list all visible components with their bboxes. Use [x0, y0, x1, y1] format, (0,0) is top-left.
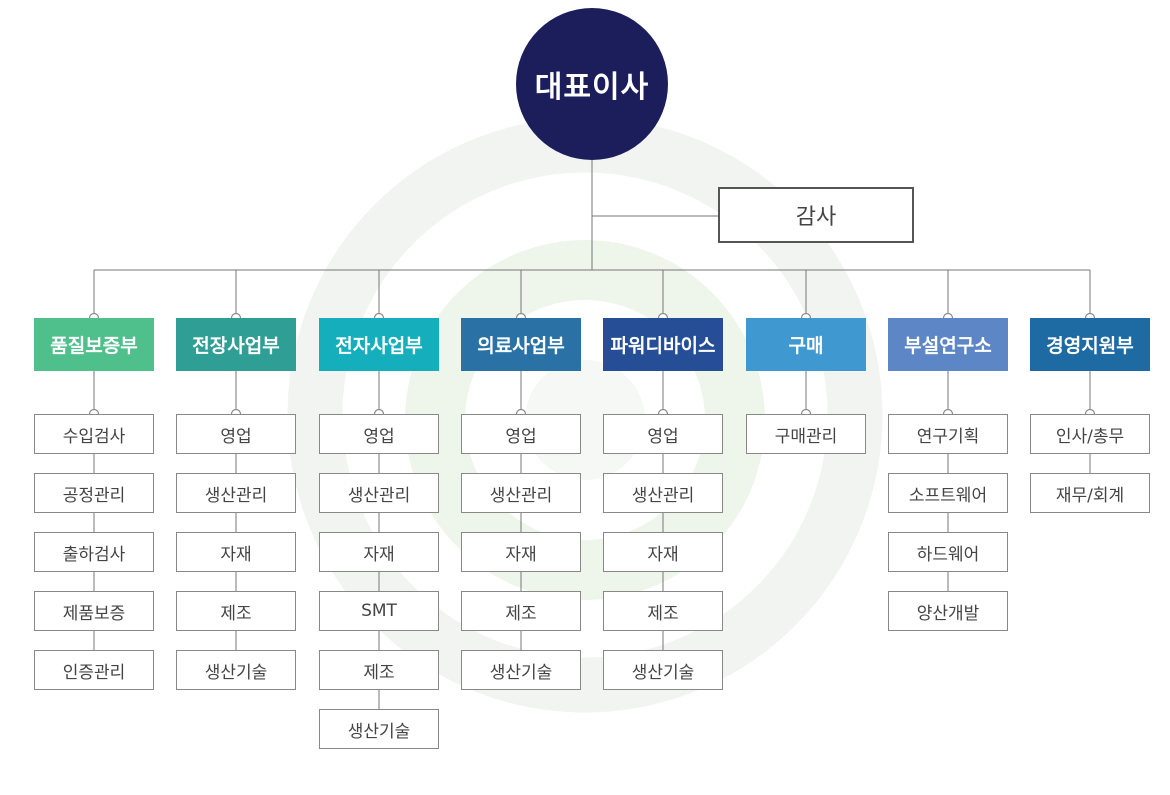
subunit-node: 하드웨어 — [888, 532, 1008, 572]
subunit-node: 재무/회계 — [1030, 473, 1150, 513]
subunit-node: 제조 — [461, 591, 581, 631]
subunit-node: 생산기술 — [461, 650, 581, 690]
subunit-node: 생산기술 — [319, 709, 439, 749]
subunit-node: 제조 — [603, 591, 723, 631]
subunit-node: 자재 — [319, 532, 439, 572]
subunit-node: 영업 — [461, 414, 581, 454]
subunit-node: 인사/총무 — [1030, 414, 1150, 454]
department-node: 전장사업부 — [176, 318, 296, 371]
department-node: 부설연구소 — [888, 318, 1008, 371]
subunit-node: 출하검사 — [34, 532, 154, 572]
subunit-node: 자재 — [461, 532, 581, 572]
subunit-node: 영업 — [176, 414, 296, 454]
subunit-node: 영업 — [319, 414, 439, 454]
subunit-node: 수입검사 — [34, 414, 154, 454]
subunit-node: 생산관리 — [319, 473, 439, 513]
department-node: 전자사업부 — [319, 318, 439, 371]
department-node: 경영지원부 — [1030, 318, 1150, 371]
subunit-node: 제조 — [319, 650, 439, 690]
subunit-node: 생산기술 — [603, 650, 723, 690]
ceo-node: 대표이사 — [516, 8, 668, 160]
department-node: 구매 — [746, 318, 866, 371]
subunit-node: 생산관리 — [603, 473, 723, 513]
subunit-node: 연구기획 — [888, 414, 1008, 454]
department-node: 의료사업부 — [461, 318, 581, 371]
subunit-node: 영업 — [603, 414, 723, 454]
subunit-node: 자재 — [176, 532, 296, 572]
subunit-node: 양산개발 — [888, 591, 1008, 631]
subunit-node: SMT — [319, 591, 439, 631]
subunit-node: 생산관리 — [176, 473, 296, 513]
subunit-node: 제품보증 — [34, 591, 154, 631]
subunit-node: 자재 — [603, 532, 723, 572]
subunit-node: 생산기술 — [176, 650, 296, 690]
subunit-node: 구매관리 — [746, 414, 866, 454]
subunit-node: 제조 — [176, 591, 296, 631]
subunit-node: 인증관리 — [34, 650, 154, 690]
department-node: 파워디바이스 — [603, 318, 723, 371]
subunit-node: 생산관리 — [461, 473, 581, 513]
subunit-node: 공정관리 — [34, 473, 154, 513]
audit-node: 감사 — [718, 187, 914, 243]
department-node: 품질보증부 — [34, 318, 154, 371]
subunit-node: 소프트웨어 — [888, 473, 1008, 513]
